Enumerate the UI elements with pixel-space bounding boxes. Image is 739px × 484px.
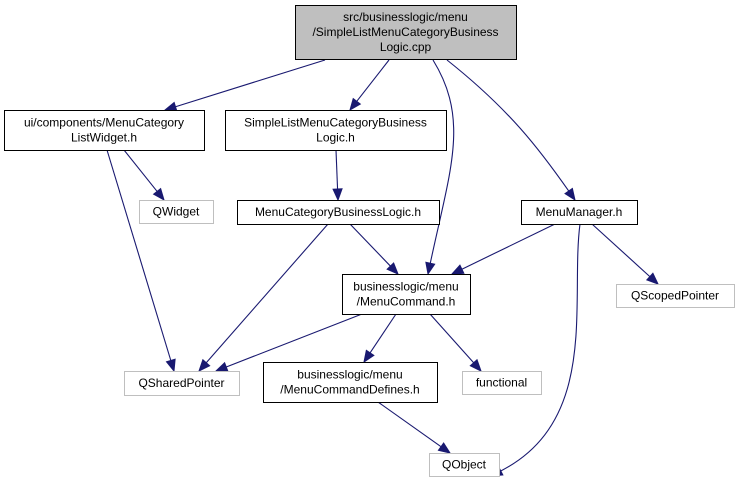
node-menucommanddefines[interactable]: businesslogic/menu/MenuCommandDefines.h bbox=[263, 362, 438, 403]
node-box bbox=[139, 200, 214, 224]
edge-menumanager-to-qobject-line bbox=[500, 223, 581, 472]
edge-root-to-simplelistmenucategorybusinesslogic-line bbox=[356, 59, 390, 102]
edge-menucommanddefines-to-qobject-arrowhead bbox=[437, 442, 452, 454]
edge-root-to-menucommand-arrowhead bbox=[425, 261, 436, 276]
node-label-line: /MenuCommand.h bbox=[357, 295, 456, 309]
edge-menucommand-to-menucommanddefines-arrowhead bbox=[363, 349, 375, 364]
node-qscopedpointer: QScopedPointer bbox=[616, 284, 735, 308]
node-label-line: MenuCategoryBusinessLogic.h bbox=[255, 205, 421, 219]
edges-layer bbox=[106, 59, 659, 477]
node-box bbox=[4, 110, 205, 151]
edge-menucategorylistwidget-to-qsharedpointer bbox=[106, 149, 176, 373]
node-box bbox=[616, 284, 735, 308]
node-label-line: ui/components/MenuCategory bbox=[24, 116, 184, 130]
node-label-line: businesslogic/menu bbox=[353, 280, 458, 294]
node-box bbox=[462, 371, 542, 395]
node-box bbox=[124, 371, 240, 396]
edge-menucategorylistwidget-to-qwidget-arrowhead bbox=[152, 187, 165, 202]
edge-menucategorybusinesslogic-to-menucommand-arrowhead bbox=[386, 262, 399, 275]
edge-root-to-menucommand-line bbox=[429, 59, 455, 264]
edge-menumanager-to-qscopedpointer bbox=[591, 223, 659, 285]
edge-simplelistmenucategorybusinesslogic-to-menucategorybusinesslogic-line bbox=[335, 149, 339, 190]
node-box bbox=[237, 200, 440, 225]
node-qsharedpointer: QSharedPointer bbox=[124, 371, 240, 396]
edge-menucategorybusinesslogic-to-menucommand bbox=[349, 223, 399, 275]
node-box bbox=[521, 200, 638, 225]
edge-menucommand-to-qsharedpointer bbox=[214, 313, 363, 372]
edge-root-to-menucommand bbox=[425, 59, 455, 276]
edge-menucommand-to-functional-line bbox=[429, 313, 475, 364]
nodes-layer: src/businesslogic/menu/SimpleListMenuCat… bbox=[4, 5, 735, 477]
edge-menumanager-to-menucommand-arrowhead bbox=[450, 264, 465, 275]
edge-menucommand-to-qsharedpointer-line bbox=[226, 313, 363, 368]
node-menucommand[interactable]: businesslogic/menu/MenuCommand.h bbox=[342, 274, 471, 315]
node-functional: functional bbox=[462, 371, 542, 395]
edge-root-to-menucategorylistwidget bbox=[163, 59, 326, 112]
node-label-line: QScopedPointer bbox=[631, 289, 719, 303]
node-label-line: src/businesslogic/menu bbox=[343, 10, 468, 24]
edge-menucategorylistwidget-to-qwidget-line bbox=[123, 149, 158, 192]
node-box bbox=[429, 453, 500, 477]
edge-menucategorylistwidget-to-qwidget bbox=[123, 149, 165, 202]
edge-menucategorybusinesslogic-to-qsharedpointer-line bbox=[205, 223, 329, 364]
node-qwidget: QWidget bbox=[139, 200, 214, 224]
edge-menumanager-to-qobject bbox=[489, 223, 581, 477]
edge-menumanager-to-qscopedpointer-line bbox=[591, 223, 651, 278]
node-label-line: functional bbox=[476, 376, 527, 390]
edge-menucommand-to-functional-arrowhead bbox=[469, 358, 482, 372]
edge-menucommand-to-menucommanddefines-line bbox=[369, 313, 397, 354]
node-label-line: /SimpleListMenuCategoryBusiness bbox=[312, 25, 498, 39]
edge-root-to-menucategorylistwidget-line bbox=[175, 59, 326, 108]
node-label-line: MenuManager.h bbox=[536, 205, 623, 219]
node-label-line: QObject bbox=[442, 458, 487, 472]
edge-root-to-simplelistmenucategorybusinesslogic bbox=[349, 59, 390, 112]
edge-menucommand-to-qsharedpointer-arrowhead bbox=[214, 361, 229, 372]
node-box bbox=[295, 5, 517, 60]
edge-root-to-menucategorylistwidget-arrowhead bbox=[163, 101, 178, 112]
node-qobject: QObject bbox=[429, 453, 500, 477]
node-label-line: /MenuCommandDefines.h bbox=[280, 383, 419, 397]
edge-simplelistmenucategorybusinesslogic-to-menucategorybusinesslogic bbox=[332, 149, 343, 202]
edge-menucategorybusinesslogic-to-qsharedpointer bbox=[198, 223, 329, 372]
node-root[interactable]: src/businesslogic/menu/SimpleListMenuCat… bbox=[295, 5, 517, 60]
edge-menumanager-to-qscopedpointer-arrowhead bbox=[645, 272, 659, 285]
edge-root-to-menumanager-arrowhead bbox=[564, 187, 576, 202]
edge-menucommand-to-functional bbox=[429, 313, 482, 372]
node-label-line: ListWidget.h bbox=[71, 131, 137, 145]
node-label-line: Logic.h bbox=[316, 131, 355, 145]
node-label-line: QSharedPointer bbox=[138, 376, 224, 390]
edge-menucommanddefines-to-qobject bbox=[377, 401, 452, 454]
edge-menucommand-to-menucommanddefines bbox=[363, 313, 397, 364]
node-box bbox=[225, 110, 447, 151]
edge-menucategorybusinesslogic-to-qsharedpointer-arrowhead bbox=[198, 358, 211, 372]
node-menumanager[interactable]: MenuManager.h bbox=[521, 200, 638, 225]
node-label-line: SimpleListMenuCategoryBusiness bbox=[244, 116, 427, 130]
edge-menucategorybusinesslogic-to-menucommand-line bbox=[349, 223, 391, 267]
edge-menucategorylistwidget-to-qsharedpointer-arrowhead bbox=[165, 358, 176, 373]
node-label-line: QWidget bbox=[153, 205, 200, 219]
edge-menucommanddefines-to-qobject-line bbox=[377, 401, 442, 448]
node-label-line: Logic.cpp bbox=[380, 40, 432, 54]
edge-menumanager-to-menucommand bbox=[450, 223, 556, 275]
node-box bbox=[342, 274, 471, 315]
node-menucategorybusinesslogic[interactable]: MenuCategoryBusinessLogic.h bbox=[237, 200, 440, 225]
edge-menucategorylistwidget-to-qsharedpointer-line bbox=[106, 149, 172, 361]
edge-root-to-menumanager bbox=[446, 59, 576, 202]
edge-root-to-menumanager-line bbox=[446, 59, 570, 192]
edge-simplelistmenucategorybusinesslogic-to-menucategorybusinesslogic-arrowhead bbox=[332, 188, 343, 202]
node-label-line: businesslogic/menu bbox=[297, 368, 402, 382]
edge-root-to-simplelistmenucategorybusinesslogic-arrowhead bbox=[349, 97, 362, 112]
edge-menumanager-to-menucommand-line bbox=[461, 223, 556, 270]
node-box bbox=[263, 362, 438, 403]
